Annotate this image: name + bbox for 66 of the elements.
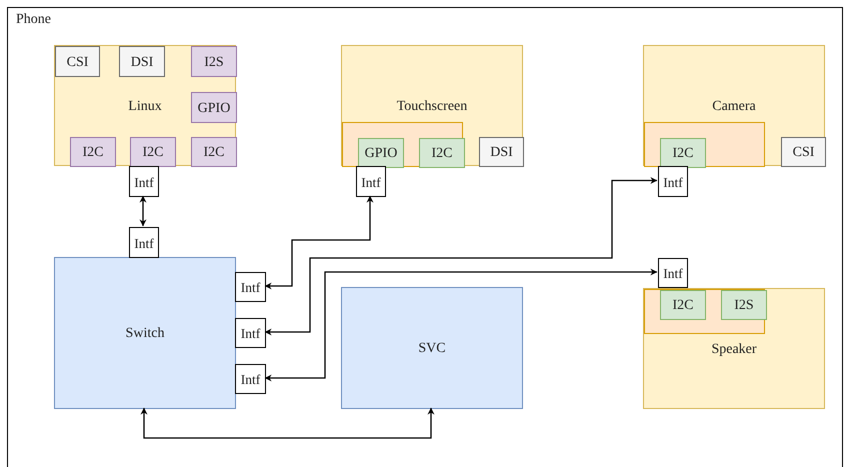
interface-box [129, 227, 159, 258]
connector-arrow [264, 268, 658, 382]
port-box [191, 92, 237, 123]
component-box [643, 288, 825, 409]
interface-label: Intf [134, 174, 154, 190]
port-label: GPIO [364, 146, 398, 162]
port-label: DSI [490, 145, 513, 161]
port-box [781, 137, 826, 167]
interface-box [129, 166, 159, 197]
interface-box [235, 318, 266, 348]
port-label: GPIO [198, 100, 230, 116]
interface-label: Intf [240, 280, 260, 296]
interface-label: Intf [361, 174, 381, 190]
port-box [191, 46, 237, 77]
component-label: SVC [418, 341, 446, 357]
port-label: I2C [82, 145, 104, 161]
port-label: I2C [672, 146, 694, 162]
component-label: Touchscreen [396, 98, 468, 114]
component-label: Camera [712, 98, 756, 114]
interface-label: Intf [663, 174, 683, 190]
interface-label: Intf [240, 372, 260, 388]
connector-arrow [264, 177, 658, 336]
port-box [660, 290, 706, 320]
connector-arrow [140, 196, 146, 226]
port-label: I2C [672, 298, 694, 314]
port-group-box [644, 289, 765, 334]
port-label: I2S [734, 298, 754, 314]
interface-box [658, 258, 688, 288]
port-box [660, 138, 706, 168]
port-box [119, 46, 165, 77]
interface-box [356, 166, 386, 197]
device-label: Phone [16, 12, 51, 28]
component-box [341, 287, 523, 409]
port-box [419, 138, 465, 168]
component-label: Linux [128, 98, 162, 114]
component-box [54, 257, 236, 409]
component-box [341, 45, 523, 166]
port-box [479, 137, 524, 167]
port-box [191, 137, 237, 167]
port-label: I2C [204, 145, 224, 161]
interface-label: Intf [134, 236, 154, 252]
port-box [358, 138, 404, 168]
component-label: Switch [126, 326, 164, 342]
port-label: CSI [66, 54, 88, 70]
port-label: CSI [792, 145, 814, 161]
port-box [70, 137, 116, 167]
phone-frame [7, 7, 843, 467]
component-box [54, 45, 236, 166]
interface-box [235, 272, 266, 302]
port-box [721, 290, 767, 320]
connector-arrow [264, 196, 374, 290]
port-box [130, 137, 176, 167]
port-group-box [644, 122, 765, 167]
interface-label: Intf [240, 326, 260, 342]
port-box [55, 46, 100, 77]
port-label: I2C [432, 146, 452, 162]
interface-label: Intf [663, 266, 683, 282]
port-label: DSI [130, 54, 154, 70]
component-box [643, 45, 825, 166]
port-label: I2S [204, 54, 224, 70]
component-label: Speaker [711, 342, 757, 358]
port-label: I2C [142, 145, 164, 161]
port-group-box [342, 122, 463, 167]
interface-box [658, 166, 688, 197]
interface-box [235, 364, 266, 394]
connector-arrow [140, 408, 434, 439]
